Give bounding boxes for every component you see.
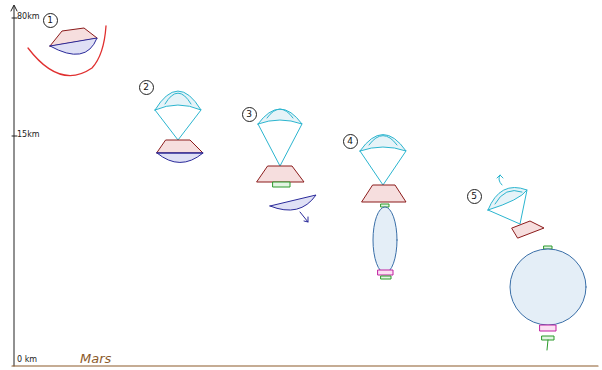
tick bbox=[12, 136, 17, 137]
axis-arrow bbox=[11, 5, 17, 11]
callout-circle: 1 bbox=[43, 13, 58, 28]
airbag-inflation bbox=[360, 135, 406, 280]
callout-number: 3 bbox=[246, 110, 252, 119]
callout-number: 1 bbox=[47, 16, 53, 25]
callout-number: 5 bbox=[471, 192, 477, 201]
altitude-label: 80km bbox=[17, 13, 40, 21]
callout-number: 4 bbox=[347, 137, 353, 146]
bridle-cut bbox=[488, 175, 586, 350]
callout-circle: 5 bbox=[467, 189, 482, 204]
callout-circle: 3 bbox=[242, 107, 257, 122]
altitude-label: 15km bbox=[17, 131, 40, 139]
entry-capsule bbox=[28, 26, 106, 76]
callout-circle: 2 bbox=[139, 80, 154, 95]
callout-circle: 4 bbox=[343, 134, 358, 149]
mars-ground bbox=[12, 365, 598, 366]
planet-label: Mars bbox=[80, 352, 111, 365]
altitude-axis bbox=[14, 6, 15, 366]
altitude-label: 0 km bbox=[17, 356, 37, 364]
tick bbox=[12, 18, 17, 19]
callout-number: 2 bbox=[143, 83, 149, 92]
heatshield-release bbox=[257, 109, 316, 222]
parachute-stage bbox=[155, 91, 203, 163]
